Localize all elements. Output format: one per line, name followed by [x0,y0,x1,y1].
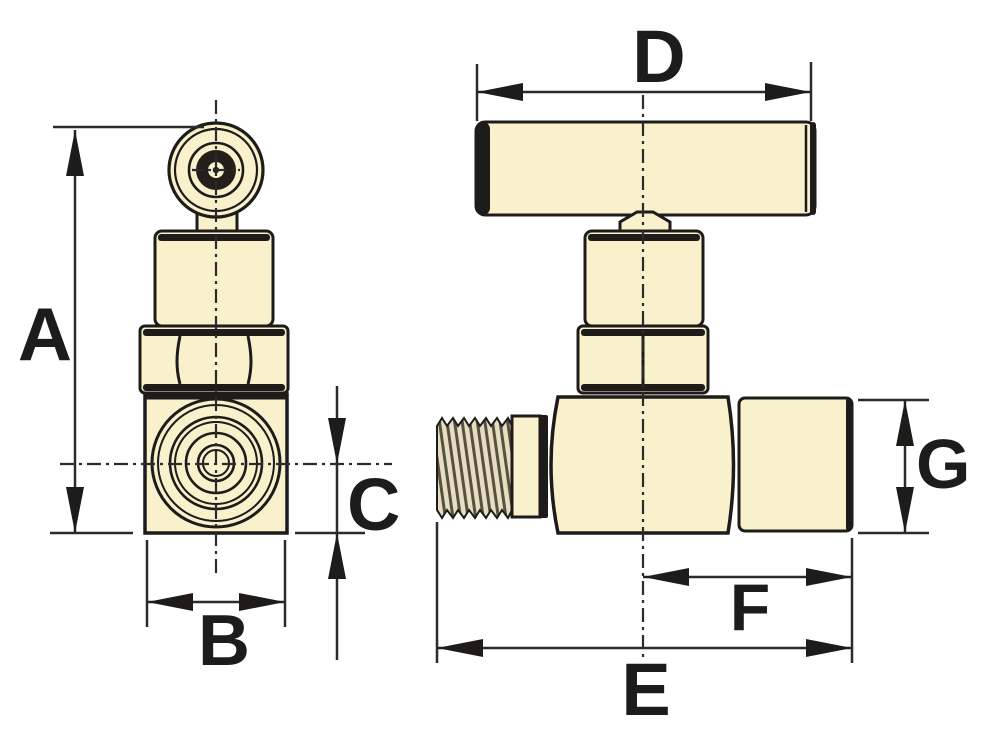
dim-d [475,62,813,121]
right-view-inlet-thread [436,416,513,520]
dim-g [858,398,929,535]
dim-label-c: C [347,463,400,546]
dim-label-g: G [916,425,970,503]
right-view-handle-bar [474,120,817,217]
dim-f [643,568,852,586]
dim-a [50,125,204,535]
dim-label-b: B [198,601,250,681]
right-view-collar [510,414,548,519]
dim-label-d: D [632,15,685,98]
left-view [138,121,290,535]
dim-c [295,386,365,660]
dim-b [145,540,287,627]
dim-label-a: A [18,292,72,376]
left-view-hex-nut [138,324,290,395]
dimension-graphics [50,62,929,663]
dim-label-e: E [621,648,670,731]
dimension-labels: A B C D E F G [18,15,971,731]
right-view-outlet [737,396,854,533]
dim-e [435,522,854,663]
right-view [436,120,854,535]
dim-label-f: F [730,570,770,644]
left-view-bonnet [153,229,275,328]
